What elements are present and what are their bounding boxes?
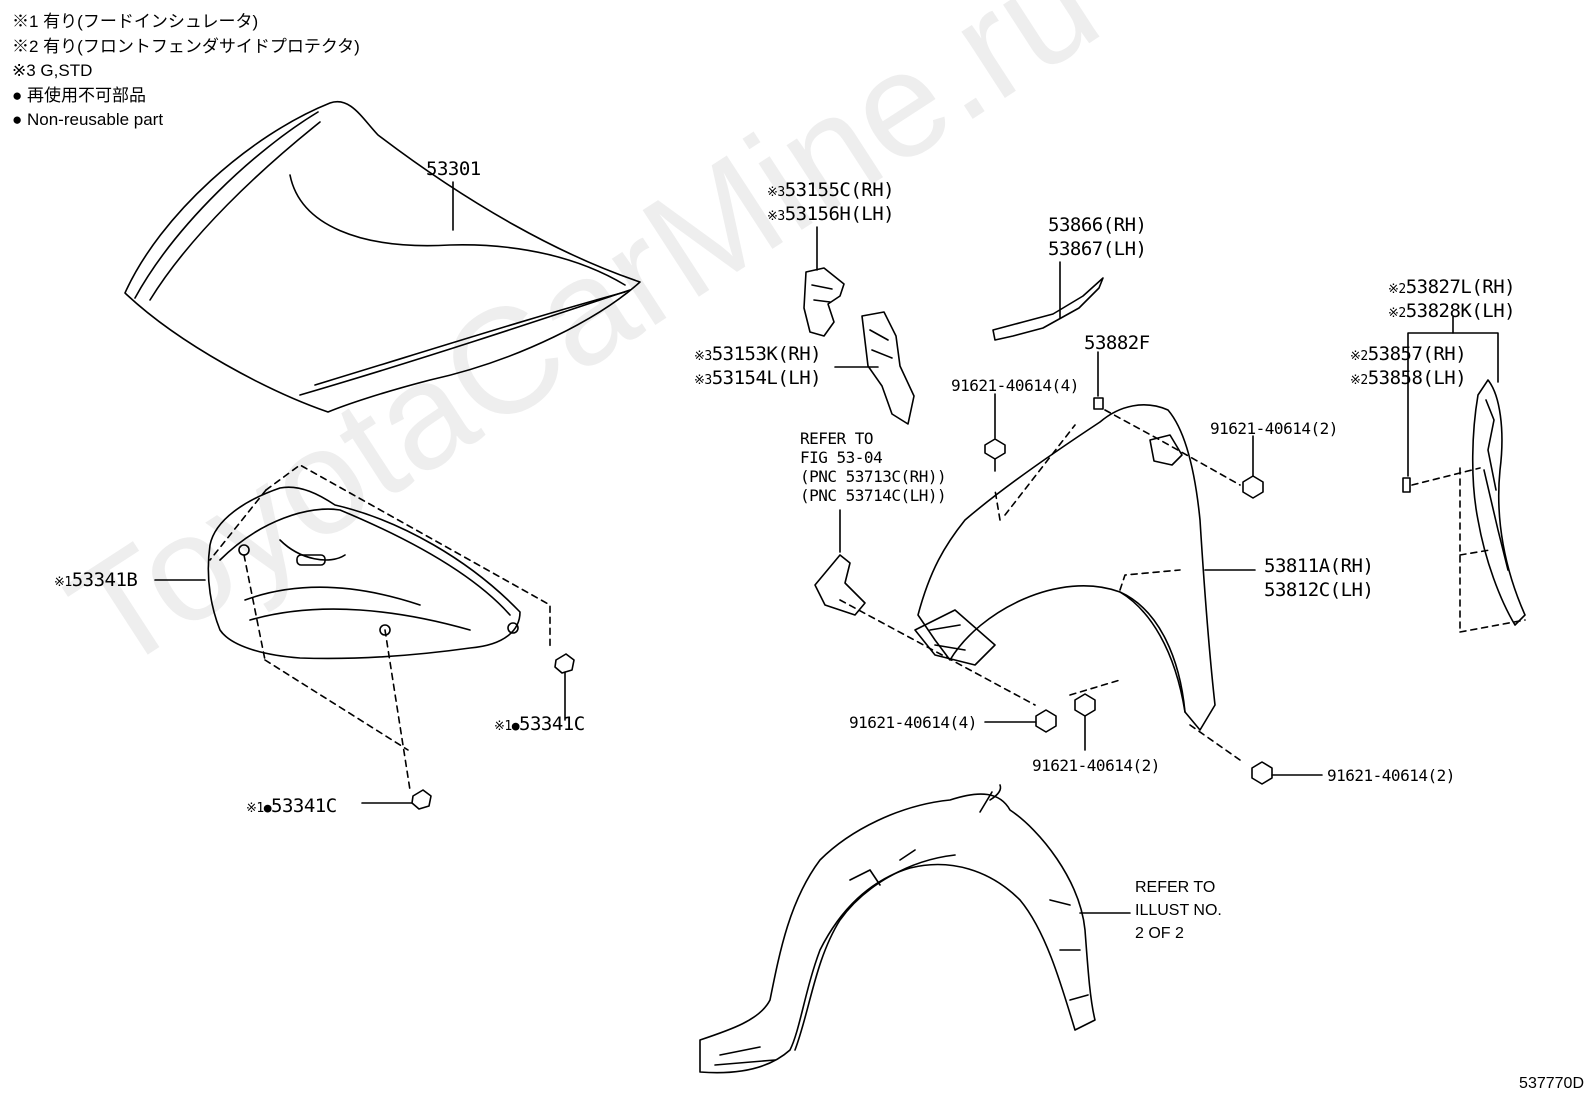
legend-nonreusable-en: ● Non-reusable part [12,110,164,129]
label-bolt-a: 91621-40614(4) [951,376,1079,395]
side-mark-1: ※2 [1350,349,1368,364]
nut-part[interactable] [1093,397,1104,410]
label-clip-b: ※1●53341C [246,794,337,821]
insulator-dashed-outline [209,464,551,791]
cover-part[interactable] [861,311,915,425]
refer-line-1: REFER TO [800,429,874,448]
refer-line-2: FIG 53-04 [800,448,883,467]
clip-a-number: 53341C [519,713,585,735]
seal-number-1: 53155C(RH) [784,179,895,201]
label-protector-2: ※253828K(LH) [1388,299,1516,326]
label-cover-1: ※353153K(RH) [694,342,822,369]
label-seal-2: ※353156H(LH) [767,202,895,229]
clip-b-mark: ※1● [246,801,272,816]
clip-a-part[interactable] [554,653,575,674]
label-nut: 53882F [1084,332,1150,354]
clip-b-number: 53341C [271,795,337,817]
protector-part[interactable] [1471,379,1526,626]
protector-mark-1: ※2 [1388,282,1406,297]
protector-bracket-lines [1407,316,1499,477]
protector-mark-2: ※2 [1388,306,1406,321]
seal-number-2: 53156H(LH) [784,203,895,225]
clip-b-part[interactable] [411,789,432,810]
label-top-seal-2: 53867(LH) [1048,238,1147,260]
label-top-seal-1: 53866(RH) [1048,214,1147,236]
side-number-1: 53857(RH) [1367,343,1467,365]
label-clip-a: ※1●53341C [494,712,585,739]
label-fender-1: 53811A(RH) [1264,555,1374,577]
bolt-c-part[interactable] [1035,709,1057,733]
insulator-number: 53341B [71,569,138,591]
label-hood: 53301 [426,158,481,180]
cover-number-2: 53154L(LH) [711,367,822,389]
label-bolt-d: 91621-40614(2) [1032,756,1160,775]
legend-note-2: ※2 有り(フロントフェンダサイドプロテクタ) [12,36,360,56]
label-liner-refer: REFER TO ILLUST NO. 2 OF 2 [1135,876,1222,945]
liner-refer-line-2: ILLUST NO. [1135,902,1222,919]
protector-number-2: 53828K(LH) [1405,300,1516,322]
label-seal-1: ※353155C(RH) [767,178,895,205]
fender-liner-part[interactable] [699,784,1096,1074]
bolt-d-part[interactable] [1074,693,1096,717]
cover-mark-2: ※3 [694,373,712,388]
label-bolt-b: 91621-40614(2) [1210,419,1338,438]
bolt-b-part[interactable] [1242,475,1264,499]
fender-dashed-lines [839,409,1241,761]
label-protector-1: ※253827L(RH) [1388,275,1516,302]
refer-line-3: (PNC 53713C(RH)) [800,467,947,486]
fender-part[interactable] [914,404,1216,731]
side-number-2: 53858(LH) [1367,367,1467,389]
label-insulator: ※153341B [54,568,138,595]
insulator-mark: ※1 [54,575,72,590]
top-seal-part[interactable] [992,277,1104,341]
seal-part[interactable] [803,267,845,337]
refer-line-4: (PNC 53714C(LH)) [800,486,947,505]
label-refer-bracket: REFER TO FIG 53-04 (PNC 53713C(RH)) (PNC… [800,429,947,505]
legend-note-1: ※1 有り(フードインシュレータ) [12,12,259,31]
label-bolt-c: 91621-40614(4) [849,713,977,732]
illustration-id: 537770D [1519,1075,1584,1092]
label-fender-2: 53812C(LH) [1264,579,1374,601]
liner-refer-line-3: 2 OF 2 [1135,925,1184,942]
liner-refer-line-1: REFER TO [1135,879,1216,896]
legend-note-3: ※3 G,STD [12,61,93,80]
clip-a-mark: ※1● [494,719,520,734]
hood-part[interactable] [124,100,641,413]
label-cover-2: ※353154L(LH) [694,366,822,393]
side-pad-part[interactable] [1402,477,1411,493]
bracket-part[interactable] [814,554,866,616]
hood-insulator-part[interactable] [207,486,521,660]
label-side-1: ※253857(RH) [1350,342,1467,369]
cover-mark-1: ※3 [694,349,712,364]
label-bolt-e: 91621-40614(2) [1327,766,1455,785]
seal-mark-1: ※3 [767,185,785,200]
bolt-a-part[interactable] [984,438,1006,472]
protector-number-1: 53827L(RH) [1405,276,1516,298]
protector-dashed-box [1411,467,1526,633]
bolt-e-part[interactable] [1251,761,1273,785]
side-mark-2: ※2 [1350,373,1368,388]
legend: ※1 有り(フードインシュレータ) ※2 有り(フロントフェンダサイドプロテクタ… [12,10,360,133]
legend-nonreusable-jp: ● 再使用不可部品 [12,85,146,105]
seal-mark-2: ※3 [767,209,785,224]
cover-number-1: 53153K(RH) [711,343,822,365]
label-side-2: ※253858(LH) [1350,366,1467,393]
